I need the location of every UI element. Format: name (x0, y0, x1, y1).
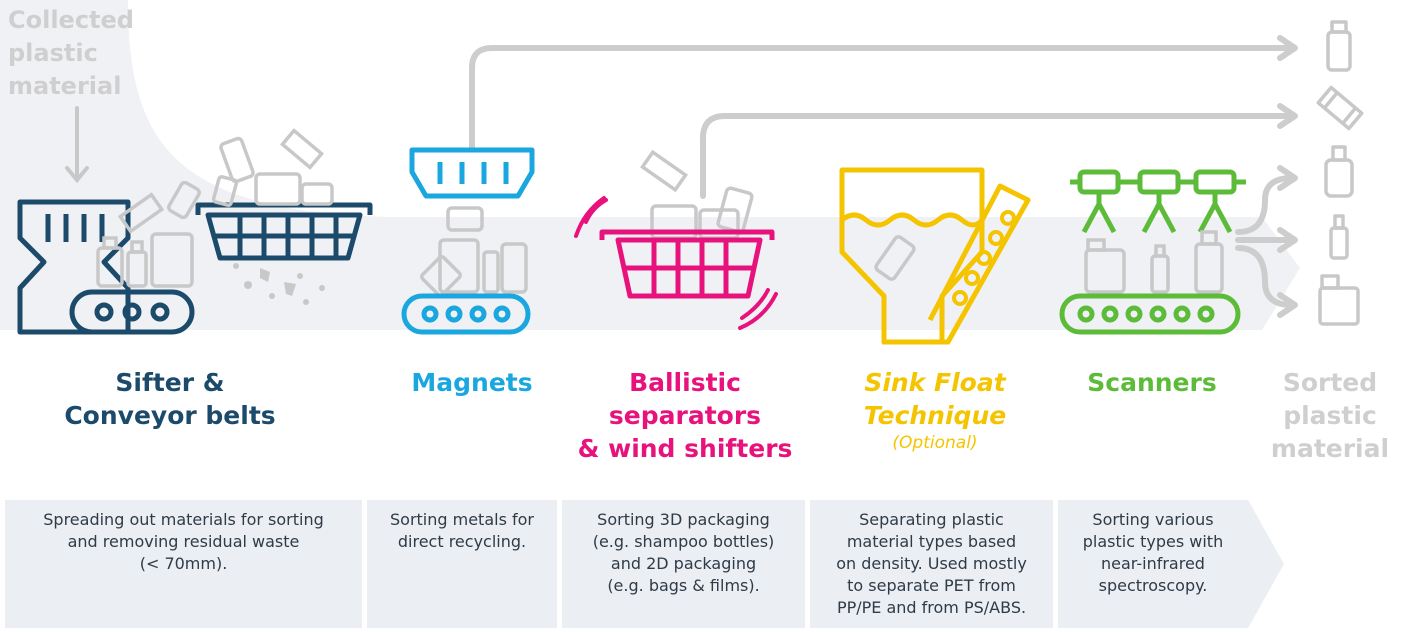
output-shampoo-icon (1324, 145, 1354, 198)
output-film-icon (1316, 85, 1364, 131)
stage-title-sink-float: Sink Float Technique (Optional) (820, 366, 1050, 454)
stage-title-ballistic: Ballistic separators & wind shifters (560, 366, 810, 465)
vibrating-tray (599, 229, 775, 299)
desc-line: Sorting metals for (390, 510, 534, 529)
stage-title-sifter: Sifter & Conveyor belts (50, 366, 290, 432)
sink-float-machine (839, 167, 1031, 345)
output-small-bottle-icon (1329, 214, 1349, 260)
optional-note: (Optional) (892, 433, 978, 453)
magnet-icon (409, 147, 535, 199)
desc-line: material types based (846, 532, 1017, 551)
title-line: & wind shifters (577, 434, 793, 463)
title-line: Technique (863, 401, 1007, 430)
output-label-line: material (1270, 434, 1390, 463)
output-label: Sorted plastic material (1255, 366, 1405, 465)
output-canister-icon (1318, 274, 1360, 326)
items-tray1 (211, 128, 334, 207)
desc-line: and 2D packaging (610, 554, 757, 573)
desc-line: on density. Used mostly (836, 554, 1027, 573)
items-stage2 (419, 206, 528, 298)
float-chain (952, 210, 1016, 306)
desc-line: and removing residual waste (67, 532, 300, 551)
output-label-line: plastic (1283, 401, 1377, 430)
desc-line: spectroscopy. (1098, 576, 1208, 595)
stage-title-scanners: Scanners (1062, 366, 1242, 399)
input-label-line: Collected (8, 6, 134, 34)
desc-line: (e.g. shampoo bottles) (592, 532, 775, 551)
title-line: separators (608, 401, 762, 430)
desc-line: Separating plastic (859, 510, 1004, 529)
scanner-heads (1070, 169, 1246, 234)
title-line: Magnets (411, 368, 533, 397)
desc-line: Sorting various (1092, 510, 1214, 529)
description-magnets: Sorting metals for direct recycling. (367, 500, 557, 628)
desc-line: Sorting 3D packaging (597, 510, 770, 529)
desc-line: direct recycling. (397, 532, 527, 551)
desc-line: plastic types with (1082, 532, 1224, 551)
title-line: Conveyor belts (64, 401, 276, 430)
exit-pipes (469, 35, 1298, 318)
output-items (1316, 20, 1364, 326)
stage-title-magnets: Magnets (392, 366, 552, 399)
desc-line: (e.g. bags & films). (607, 576, 760, 595)
description-scanners: Sorting various plastic types with near-… (1058, 500, 1248, 628)
input-label-line: material (8, 72, 122, 100)
desc-line: to separate PET from (847, 576, 1016, 595)
desc-line: (< 70mm). (139, 554, 228, 573)
title-line: Ballistic (629, 368, 741, 397)
input-label: Collected plastic material (8, 4, 148, 103)
description-arrow-tip (1248, 500, 1284, 628)
conveyor-2 (401, 293, 531, 335)
items-stage4 (874, 235, 916, 281)
input-label-line: plastic (8, 39, 98, 67)
sifter-conveyor-machine (17, 128, 373, 335)
title-line: Sifter & (115, 368, 225, 397)
input-arrow (65, 106, 89, 184)
sorting-process-diagram (0, 0, 1364, 345)
description-ballistic: Sorting 3D packaging (e.g. shampoo bottl… (562, 500, 805, 628)
items-stage1 (96, 180, 201, 288)
magnet-machine (401, 147, 535, 335)
output-bottle-icon (1326, 20, 1352, 72)
conveyor-1 (69, 289, 195, 335)
desc-line: near-infrared (1101, 554, 1205, 573)
description-sifter: Spreading out materials for sorting and … (5, 500, 362, 628)
items-stage5 (1084, 230, 1224, 294)
description-sink-float: Separating plastic material types based … (810, 500, 1053, 628)
title-line: Sink Float (864, 368, 1006, 397)
title-line: Scanners (1087, 368, 1217, 397)
ballistic-machine (574, 149, 778, 330)
flow-band (0, 0, 1300, 330)
scanner-machine (1059, 169, 1246, 335)
output-label-line: Sorted (1282, 368, 1378, 397)
float-tank (839, 167, 1031, 345)
conveyor-5 (1059, 293, 1241, 335)
desc-line: Spreading out materials for sorting (43, 510, 324, 529)
desc-line: PP/PE and from PS/ABS. (836, 598, 1027, 617)
residual-waste (233, 263, 325, 305)
vibration-waves (574, 196, 778, 330)
